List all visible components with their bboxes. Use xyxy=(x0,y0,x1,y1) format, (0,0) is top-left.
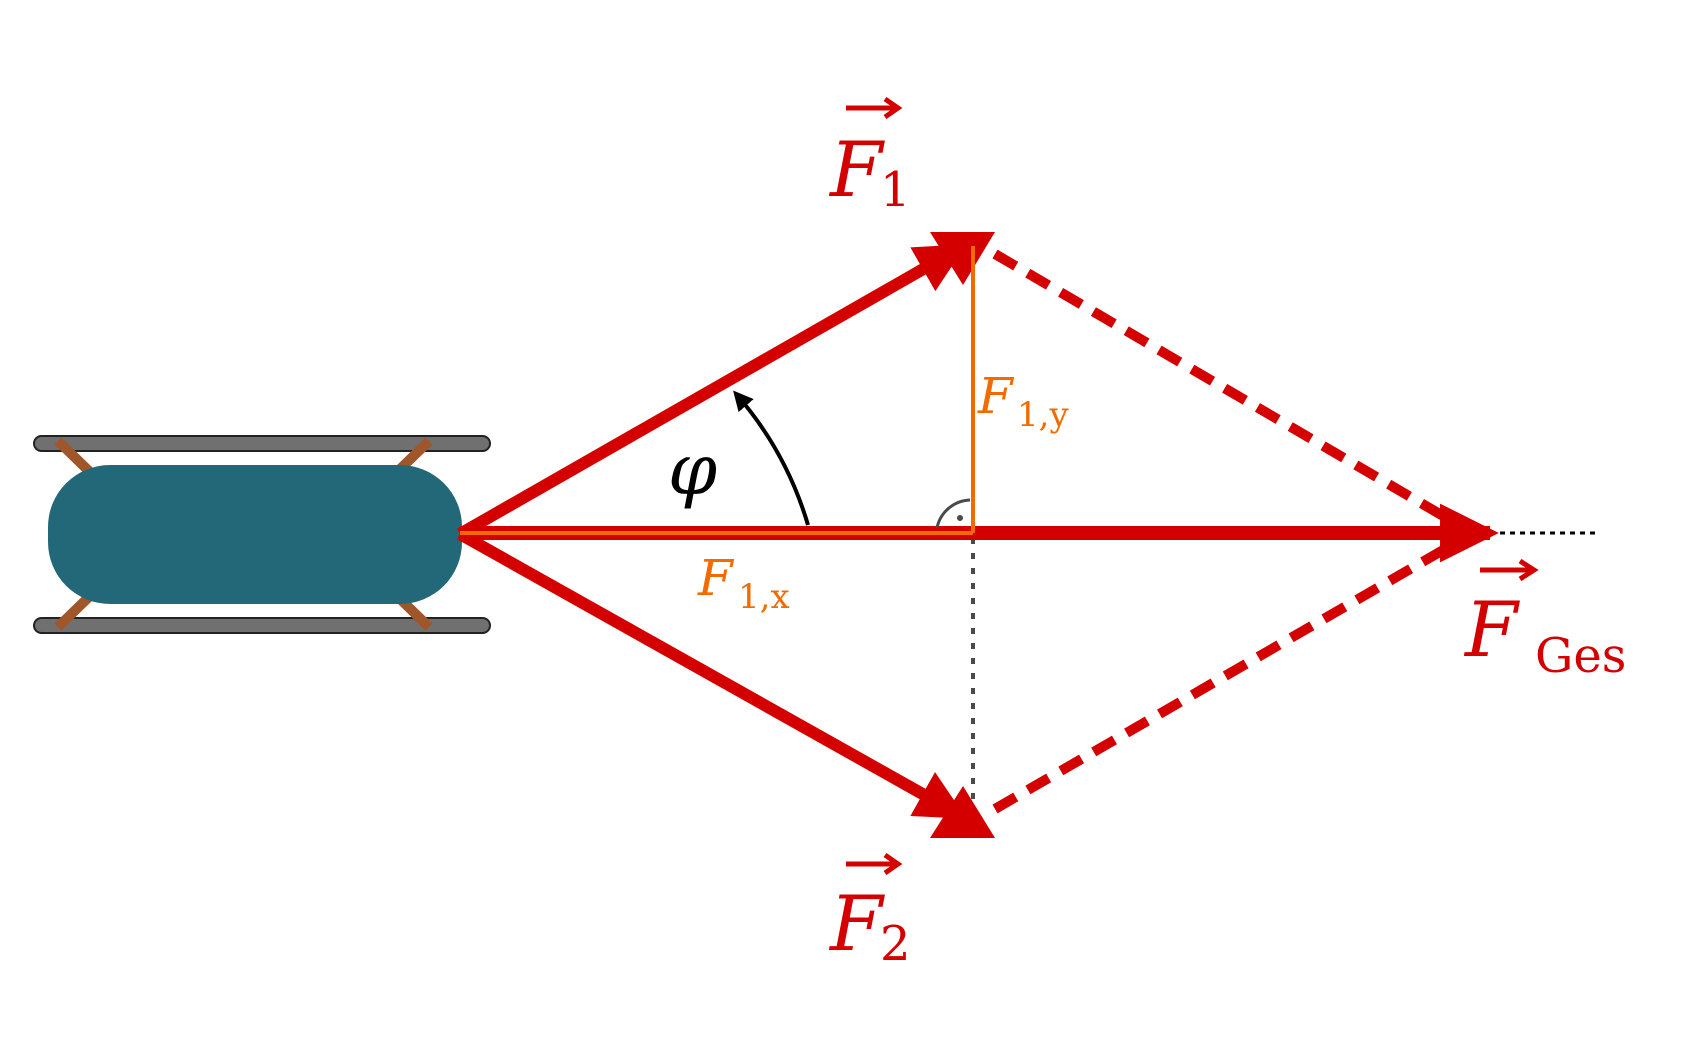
right-angle-marker xyxy=(935,498,971,529)
label-fges-vector-arrow xyxy=(1480,558,1539,582)
label-f1: F 1 xyxy=(828,96,911,218)
sled xyxy=(33,435,491,634)
label-f1x: F 1,x xyxy=(697,549,790,617)
label-f2-vector-arrow xyxy=(846,852,903,876)
label-f1y: F 1,y xyxy=(977,367,1069,435)
label-f1y-subscript: 1,y xyxy=(1017,395,1069,435)
label-f1y-symbol: F xyxy=(977,367,1015,425)
label-f1-symbol: F xyxy=(828,125,885,214)
vector-f2 xyxy=(457,528,967,821)
label-fges-subscript: Ges xyxy=(1535,628,1626,684)
label-f1x-symbol: F xyxy=(697,549,735,607)
label-f1-subscript: 1 xyxy=(880,162,911,218)
vector-f2-tip-cap xyxy=(930,786,995,838)
label-f1-vector-arrow xyxy=(846,96,903,120)
sled-runner-top xyxy=(33,435,491,452)
label-fges: F Ges xyxy=(1463,558,1626,684)
label-f1x-subscript: 1,x xyxy=(738,577,790,617)
sled-body xyxy=(48,465,462,604)
parallelogram-edge-bottom xyxy=(992,541,1453,814)
label-f2: F 2 xyxy=(828,852,911,972)
label-f2-symbol: F xyxy=(828,879,885,968)
vector-f1-tip-cap xyxy=(930,232,995,285)
right-angle-dot xyxy=(957,515,963,521)
vector-f1 xyxy=(457,242,967,540)
sled-strut-top-left xyxy=(54,437,96,478)
parallelogram-edge-top xyxy=(992,249,1453,525)
label-f2-subscript: 2 xyxy=(880,916,911,972)
sled-strut-bottom-left xyxy=(54,590,96,631)
sled-runner-bottom xyxy=(33,617,491,634)
angle-arc xyxy=(733,390,810,526)
label-fges-symbol: F xyxy=(1463,585,1520,674)
label-angle-phi: φ xyxy=(668,429,717,511)
